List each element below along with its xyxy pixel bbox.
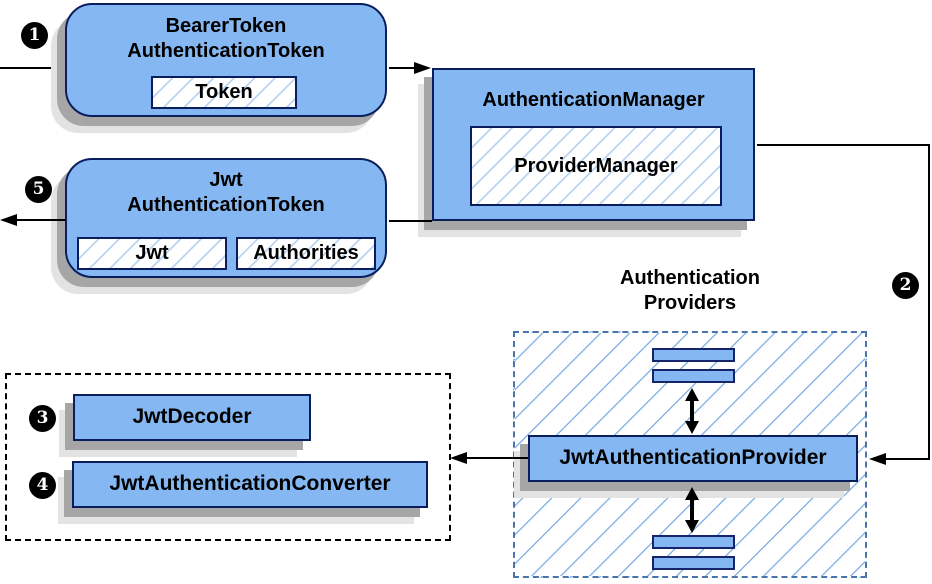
jwt-chip: Jwt: [77, 237, 227, 270]
provider-manager-chip: ProviderManager: [470, 126, 722, 206]
bidirectional-arrow-icon: [685, 388, 699, 434]
provider-stack-item: [652, 348, 735, 362]
manager-to-provider-line-top: [757, 144, 930, 146]
converters-group-box: [5, 373, 451, 541]
jwt-token-title-line2: AuthenticationToken: [127, 194, 325, 216]
authentication-providers-title: Authentication Providers: [523, 266, 857, 316]
outgoing-flow-line: [14, 219, 66, 221]
providers-title-line1: Authentication: [620, 267, 760, 289]
arrow-left-icon: [450, 452, 467, 464]
bearer-to-manager-line: [389, 67, 416, 69]
step-2-badge: 2: [892, 272, 919, 299]
authentication-manager-title: AuthenticationManager: [482, 89, 705, 111]
manager-to-provider-line-vertical: [928, 144, 930, 460]
provider-to-converters-line: [466, 457, 528, 459]
jwt-authentication-converter-box: JwtAuthenticationConverter: [72, 461, 428, 508]
jwt-token-title-line1: Jwt: [209, 169, 243, 191]
jwt-authentication-provider-box: JwtAuthenticationProvider: [528, 435, 858, 482]
provider-stack-item: [652, 556, 735, 570]
arrow-left-icon: [0, 214, 17, 226]
step-3-badge: 3: [29, 405, 56, 432]
manager-to-jwt-token-line: [389, 220, 432, 222]
arrow-left-icon: [869, 453, 886, 465]
arrow-right-icon: [414, 62, 431, 74]
jwt-decoder-box: JwtDecoder: [73, 394, 311, 441]
bearer-token-title-line2: AuthenticationToken: [127, 40, 325, 62]
step-4-badge: 4: [29, 472, 56, 499]
manager-to-provider-line-bottom: [886, 458, 930, 460]
bearer-token-title-line1: BearerToken: [165, 15, 287, 37]
provider-stack-item: [652, 535, 735, 549]
providers-title-line2: Providers: [643, 292, 737, 314]
token-chip: Token: [151, 76, 297, 109]
bidirectional-arrow-icon: [685, 487, 699, 533]
provider-stack-item: [652, 369, 735, 383]
step-1-badge: 1: [21, 22, 48, 49]
incoming-flow-line: [0, 67, 66, 69]
step-5-badge: 5: [25, 176, 52, 203]
authorities-chip: Authorities: [236, 237, 376, 270]
